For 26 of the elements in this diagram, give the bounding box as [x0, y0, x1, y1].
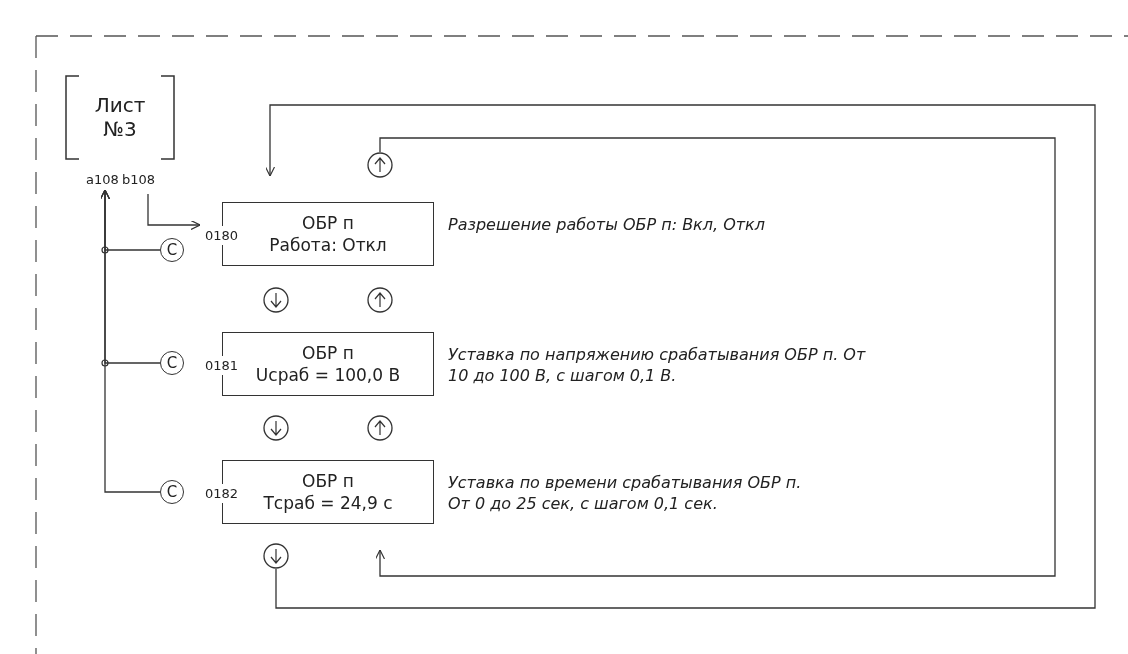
down-button-icon — [263, 287, 289, 313]
screen-value: Работа: Откл — [269, 234, 387, 256]
connector-arrow — [147, 193, 201, 231]
screen-value: Uсраб = 100,0 В — [255, 364, 401, 386]
up-button-icon — [367, 152, 393, 178]
connector-arrow — [374, 137, 1056, 577]
screen-title: ОБР п — [302, 342, 354, 364]
down-button-icon — [263, 415, 289, 441]
screen-title: ОБР п — [302, 212, 354, 234]
parameter-code: 0182 — [204, 484, 240, 503]
screen-value: Тсраб = 24,9 с — [263, 492, 393, 514]
terminal-label: b108 — [122, 172, 156, 187]
parameter-description: Разрешение работы ОБР п: Вкл, Откл — [448, 214, 766, 235]
terminal-label: a108 — [86, 172, 119, 187]
parameter-code: 0180 — [204, 226, 240, 245]
connector-arrow — [99, 189, 161, 493]
parameter-description: Уставка по времени срабатывания ОБР п. От 0 до 25 сек, с шагом 0,1 сек. — [448, 472, 803, 514]
sheet-reference-bracket — [65, 75, 175, 160]
parameter-code: 0181 — [204, 356, 240, 375]
up-button-icon — [367, 415, 393, 441]
connector-arrow — [264, 104, 1096, 609]
parameter-description: Уставка по напряжению срабатывания ОБР п. От 10 до 100 В, с шагом 0,1 В. — [448, 344, 867, 386]
sheet-label: Лист №3 — [93, 93, 147, 141]
down-button-icon — [263, 543, 289, 569]
up-button-icon — [367, 287, 393, 313]
screen-title: ОБР п — [302, 470, 354, 492]
